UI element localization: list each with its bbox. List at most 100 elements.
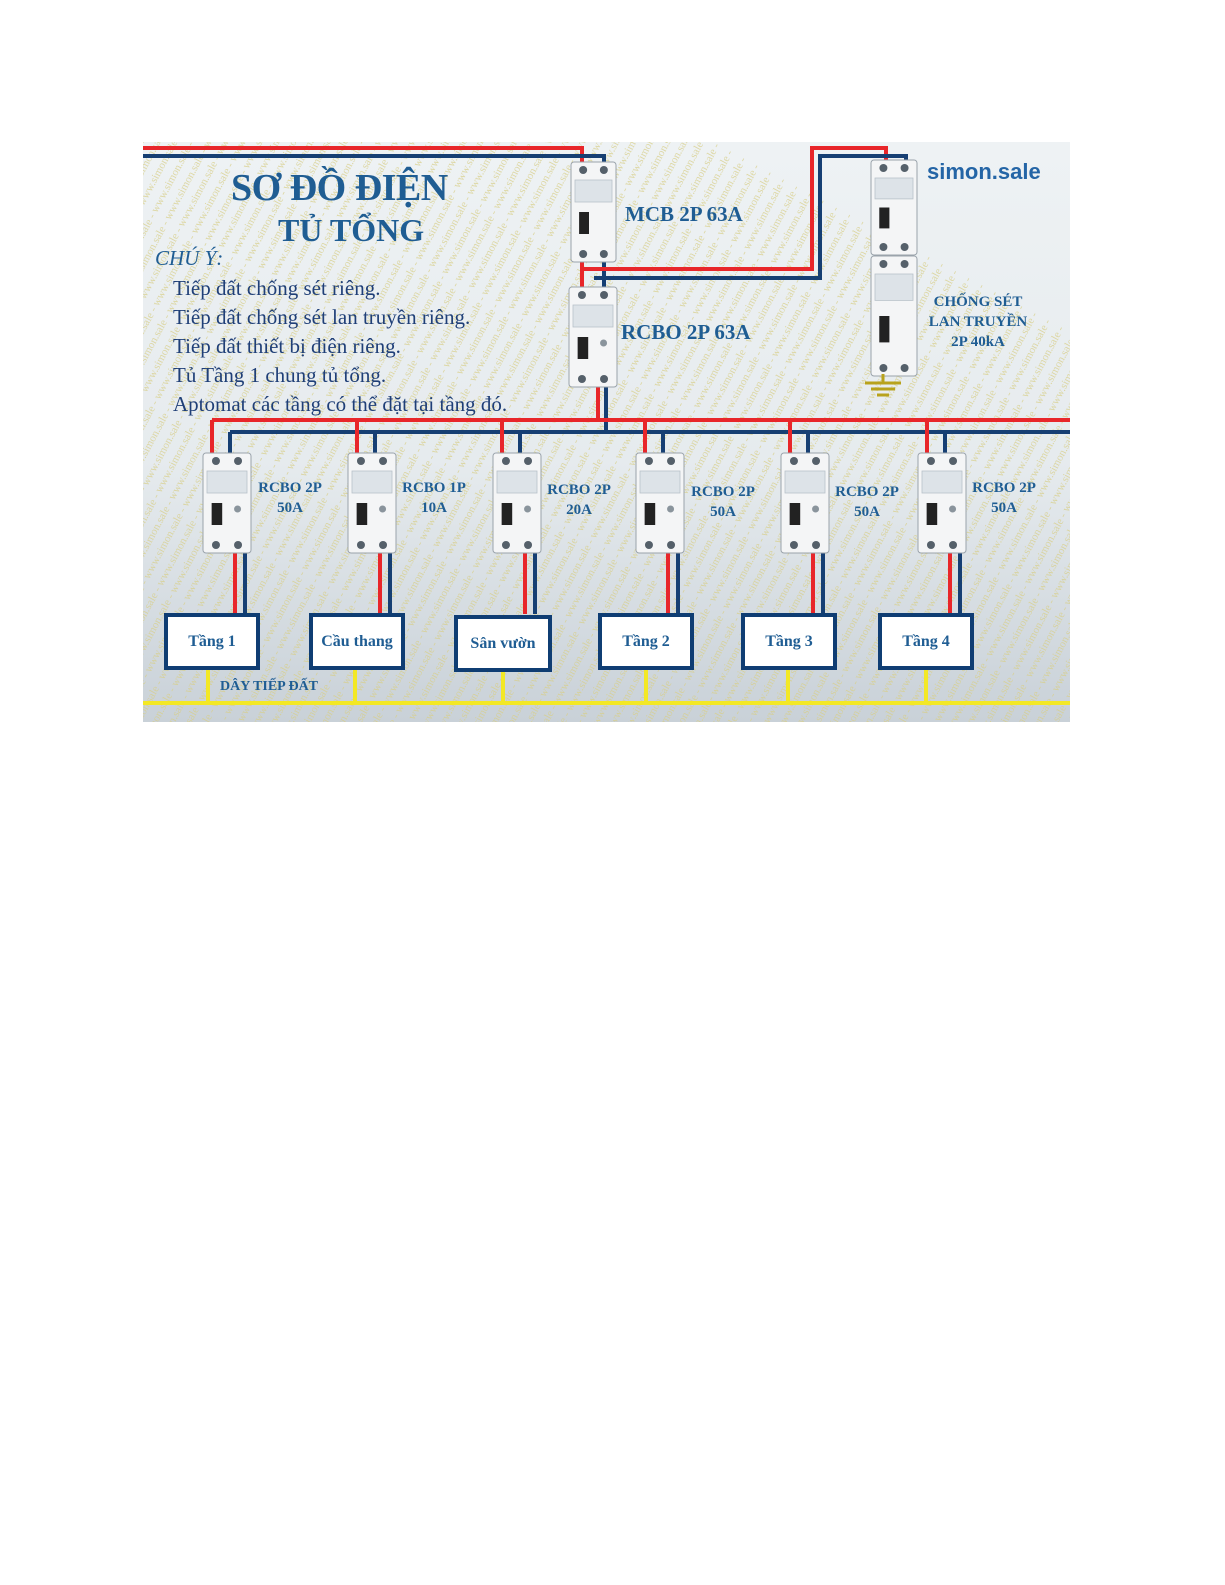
test-button [949, 505, 957, 513]
breaker-label-plate [921, 470, 963, 494]
terminal-screw [667, 457, 676, 465]
branch-breaker-label-line: 20A [566, 502, 592, 518]
branch-breaker-label-line: 10A [421, 500, 447, 516]
load-box: Tầng 3 [741, 613, 837, 670]
note-item: Aptomat các tầng có thể đặt tại tầng đó. [173, 392, 508, 416]
terminal-screw [599, 166, 608, 174]
branch-breaker-label-line: RCBO 2P [691, 484, 755, 500]
terminal-screw [879, 260, 888, 268]
breaker-lever [879, 316, 890, 343]
spd-label: CHỐNG SÉT LAN TRUYỀN 2P 40kA [913, 292, 1043, 352]
breaker-lever [644, 503, 656, 525]
note-item: Tủ Tầng 1 chung tủ tổng. [173, 363, 387, 387]
terminal-screw [501, 457, 510, 465]
breaker-lever [879, 207, 890, 229]
breaker-lever [356, 503, 368, 525]
spd-neutral-wire [594, 154, 908, 280]
terminal-screw [356, 541, 365, 549]
wiring-lines [143, 146, 1070, 705]
breaker-lever [577, 337, 589, 359]
breaker-label-plate [572, 304, 614, 328]
terminal-screw [577, 291, 586, 299]
brand-logo: simon.sale [927, 159, 1041, 184]
terminal-screw [812, 541, 821, 549]
terminal-screw [524, 541, 533, 549]
spd-label-line: LAN TRUYỀN [928, 314, 1028, 330]
load-box: Tầng 4 [878, 613, 974, 670]
terminal-screw [211, 541, 220, 549]
terminal-screw [644, 457, 653, 465]
branch-breaker-label-line: RCBO 2P [972, 480, 1036, 496]
branch-breaker-label: RCBO 2P 50A [827, 482, 907, 522]
load-box: Tầng 2 [598, 613, 694, 670]
mcb-label: MCB 2P 63A [625, 202, 743, 226]
branch-rcbo-breaker [347, 452, 397, 554]
branch-breaker-label: RCBO 2P 50A [964, 478, 1044, 518]
terminal-screw [926, 457, 935, 465]
branch-breaker-label-line: RCBO 1P [402, 480, 466, 496]
spd-label-line: CHỐNG SÉT [933, 294, 1023, 310]
branch-rcbo-breaker [635, 452, 685, 554]
terminal-screw [900, 260, 909, 268]
main-rcbo-breaker [568, 286, 618, 388]
terminal-screw [879, 164, 888, 172]
terminal-screw [524, 457, 533, 465]
spd-phase-wire [580, 146, 888, 271]
test-button [667, 505, 675, 513]
breaker-lever [789, 503, 801, 525]
terminal-screw [926, 541, 935, 549]
test-button [600, 339, 608, 347]
terminal-screw [234, 457, 243, 465]
terminal-screw [356, 457, 365, 465]
terminal-screw [211, 457, 220, 465]
ground-wire-label: DÂY TIẾP ĐẤT [220, 679, 319, 694]
branch-breaker-label-line: RCBO 2P [258, 480, 322, 496]
branch-rcbo-breaker [917, 452, 967, 554]
terminal-screw [644, 541, 653, 549]
terminal-screw [379, 457, 388, 465]
branch-breaker-label: RCBO 2P 20A [539, 480, 619, 520]
terminal-screw [879, 243, 888, 251]
terminal-screw [900, 243, 909, 251]
terminal-screw [577, 375, 586, 383]
branch-breaker-label: RCBO 2P 50A [250, 478, 330, 518]
load-box: Tầng 1 [164, 613, 260, 670]
branch-breaker-label-line: 50A [854, 504, 880, 520]
terminal-screw [579, 250, 588, 258]
load-box: Sân vườn [454, 615, 552, 672]
spd-upper-module [870, 159, 918, 256]
notes-heading: CHÚ Ý: [155, 246, 224, 270]
breaker-label-plate [639, 470, 681, 494]
breaker-label-plate [874, 177, 914, 200]
wiring-diagram: www.simon.sale - www.simon.sale - www.si… [143, 142, 1070, 722]
breaker-label-plate [784, 470, 826, 494]
branch-breaker-label-line: RCBO 2P [547, 482, 611, 498]
load-box: Cầu thang [309, 613, 405, 670]
terminal-screw [949, 457, 958, 465]
rcbo-main-label: RCBO 2P 63A [621, 320, 751, 344]
note-item: Tiếp đất thiết bị điện riêng. [173, 334, 401, 358]
terminal-screw [600, 375, 609, 383]
branch-rcbo-breaker [780, 452, 830, 554]
terminal-screw [789, 541, 798, 549]
test-button [812, 505, 820, 513]
breaker-lever [211, 503, 223, 525]
breaker-label-plate [496, 470, 538, 494]
branch-breaker-label: RCBO 2P 50A [683, 482, 763, 522]
test-button [379, 505, 387, 513]
terminal-screw [789, 457, 798, 465]
breaker-lever [926, 503, 938, 525]
terminal-screw [379, 541, 388, 549]
main-mcb-breaker [570, 161, 617, 263]
branch-breaker-label-line: RCBO 2P [835, 484, 899, 500]
terminal-screw [812, 457, 821, 465]
terminal-screw [579, 166, 588, 174]
terminal-screw [599, 250, 608, 258]
branch-breaker-label-line: 50A [991, 500, 1017, 516]
terminal-screw [879, 364, 888, 372]
branch-rcbo-breaker [492, 452, 542, 554]
test-button [234, 505, 242, 513]
diagram-subtitle: TỦ TỔNG [278, 212, 425, 248]
branch-breaker-label-line: 50A [277, 500, 303, 516]
spd-label-line: 2P 40kA [951, 334, 1005, 350]
